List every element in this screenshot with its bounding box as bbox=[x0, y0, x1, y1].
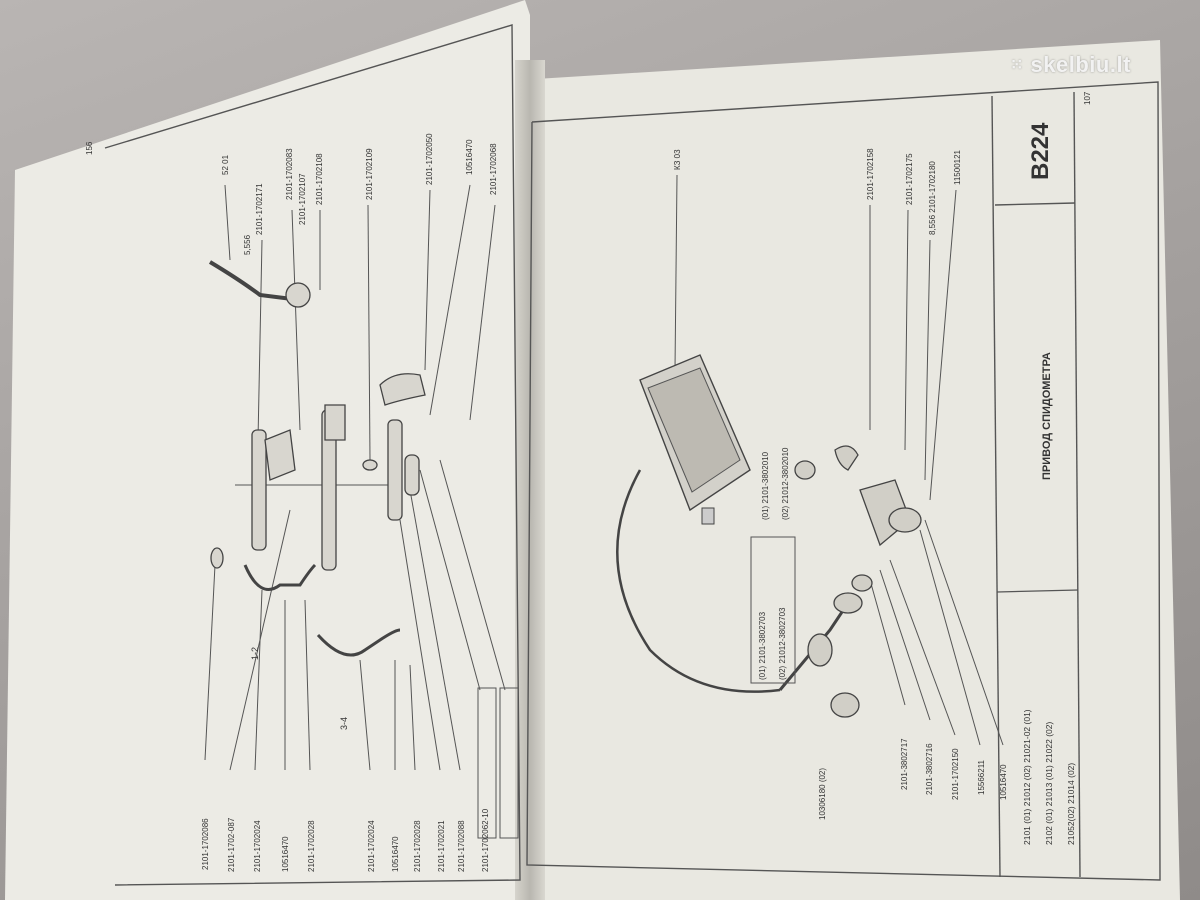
part-label: 2101-1702-087 bbox=[227, 817, 236, 872]
part-label: 8,556 2101-1702180 bbox=[928, 161, 937, 235]
part-label: (02) 21012-3802703 bbox=[778, 607, 787, 680]
gear-mark-1-2: 1-2 bbox=[250, 647, 260, 660]
part-label: 2101-1702021 bbox=[437, 820, 446, 872]
part-label: 2101-3802717 bbox=[900, 738, 909, 790]
part-label: 15566211 bbox=[977, 759, 986, 795]
part-label: 2101-1702083 bbox=[285, 148, 294, 200]
part-label: 2101-1702050 bbox=[425, 133, 434, 185]
instrument-label: КЗ 03 bbox=[673, 149, 682, 170]
part-label: 2101-1702109 bbox=[365, 148, 374, 200]
skelbiu-watermark: ⁙ skelbiu.lt bbox=[1010, 52, 1131, 78]
part-label: 2101-1702068 bbox=[489, 143, 498, 195]
part-label: 2101-1702158 bbox=[866, 148, 875, 200]
right-page-frame bbox=[526, 81, 1161, 881]
cable-bracket-labels: (01) 2101-3802703 (02) 21012-3802703 (01… bbox=[750, 447, 796, 684]
right-page bbox=[520, 40, 1180, 900]
model-line: 2101 (01) 21012 (02) 21021-02 (01) bbox=[1022, 709, 1032, 845]
part-label: 2101-3802716 bbox=[925, 743, 934, 795]
part-label: 2101-1702028 bbox=[413, 820, 422, 872]
part-label: 2101-1702024 bbox=[253, 820, 262, 872]
left-top-labels: 52 01 2101-1702171 5,556 2101-1702083 21… bbox=[221, 133, 498, 255]
part-label: 10306180 (02) bbox=[818, 768, 827, 820]
part-label: 5,556 bbox=[243, 234, 252, 255]
part-label: 10516470 bbox=[465, 139, 474, 175]
speedometer-cluster bbox=[639, 354, 751, 525]
part-label: (01) 2101-3802010 bbox=[761, 451, 770, 520]
right-top-labels: 2101-1702158 2101-1702175 8,556 2101-170… bbox=[673, 148, 962, 235]
title-block: B224 ПРИВОД СПИДОМЕТРА 2101 (01) 21012 (… bbox=[991, 91, 1081, 878]
drive-parts bbox=[794, 445, 922, 718]
part-label: 2101-1702086 bbox=[201, 818, 210, 870]
part-label: 2101-1702062-10 bbox=[481, 808, 490, 872]
left-brackets bbox=[477, 687, 519, 839]
right-page-number: 107 bbox=[1083, 91, 1092, 105]
watermark-text: skelbiu.lt bbox=[1030, 52, 1131, 77]
part-label: 2101-1702108 bbox=[315, 153, 324, 205]
left-page-number: 156 bbox=[85, 141, 94, 155]
part-label: 52 01 bbox=[221, 154, 230, 175]
left-leader-lines bbox=[204, 184, 506, 771]
left-bottom-labels: 2101-1702086 2101-1702-087 2101-1702024 … bbox=[201, 808, 490, 872]
part-label: 2101-1702028 bbox=[307, 820, 316, 872]
part-label: (01) 2101-3802703 bbox=[758, 611, 767, 680]
part-label: 2101-1702088 bbox=[457, 820, 466, 872]
left-page-frame bbox=[104, 24, 521, 886]
gearshift-parts bbox=[208, 260, 426, 657]
part-label: 10516470 bbox=[999, 764, 1008, 800]
part-label: 2101-1702107 bbox=[298, 173, 307, 225]
model-line: 21052(02) 21014 (02) bbox=[1066, 763, 1076, 845]
part-label: 2101-1702175 bbox=[905, 153, 914, 205]
part-label: 11500121 bbox=[953, 149, 962, 185]
speedometer-cable bbox=[616, 469, 781, 693]
part-label: 10516470 bbox=[391, 836, 400, 872]
part-label: 2101-1702150 bbox=[951, 748, 960, 800]
part-label: 2101-1702171 bbox=[255, 183, 264, 235]
right-leader-lines bbox=[674, 174, 1004, 746]
right-bottom-labels: 10306180 (02) 2101-3802717 2101-3802716 … bbox=[818, 738, 1008, 820]
section-title: ПРИВОД СПИДОМЕТРА bbox=[1041, 352, 1053, 480]
model-line: 2102 (01) 21013 (01) 21022 (02) bbox=[1044, 721, 1054, 845]
part-label: 10516470 bbox=[281, 836, 290, 872]
gear-mark-3-4: 3-4 bbox=[339, 717, 349, 730]
part-label: (02) 21012-3802010 bbox=[781, 447, 790, 520]
section-code: B224 bbox=[1027, 122, 1054, 180]
dots-logo-icon: ⁙ bbox=[1010, 57, 1024, 74]
part-label: 2101-1702024 bbox=[367, 820, 376, 872]
